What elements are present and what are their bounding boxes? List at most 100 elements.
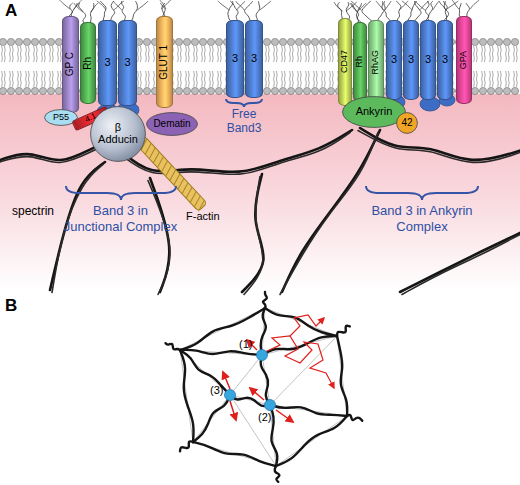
lipid-tail <box>36 71 38 87</box>
spectrin-filament <box>0 128 520 295</box>
lipid-tail <box>17 46 19 62</box>
glycan-branch <box>402 1 412 10</box>
band3-protein: 3 <box>437 20 453 100</box>
glycan-branch <box>113 1 122 10</box>
lipid-tail <box>180 71 182 87</box>
membrane-protein: GPA <box>456 16 472 104</box>
cytoskeletal-protein: Dematin <box>146 112 198 136</box>
protein-name: β Adducin <box>96 122 140 145</box>
lipid-tail <box>324 46 326 62</box>
lipid-tail <box>476 46 478 62</box>
spectrin-strand <box>193 442 276 466</box>
lipid-head <box>215 87 222 94</box>
glycan-branch <box>237 1 245 10</box>
node-outline <box>343 97 406 128</box>
spectrin-strand <box>275 466 280 482</box>
lipid-tail <box>492 46 494 62</box>
glycan-chain <box>382 1 391 22</box>
motion-arrow <box>230 401 236 420</box>
lipid-head <box>191 38 198 45</box>
lipid-tail <box>500 46 502 62</box>
lipid-head <box>327 38 334 45</box>
lipid-tail <box>177 46 179 62</box>
membrane-protein: RhAG <box>368 20 384 104</box>
lipid-tail <box>329 46 331 62</box>
lipid-tail <box>204 46 206 62</box>
glycan-branch <box>260 1 271 10</box>
lipid-head <box>487 38 494 45</box>
lipid-tail <box>268 71 270 87</box>
lipid-tail <box>321 71 323 87</box>
glycan-branch <box>74 3 83 12</box>
lipid-tail <box>25 71 27 87</box>
membrane-protein: Rh <box>80 22 96 104</box>
lipid-head <box>263 87 270 94</box>
lattice-line <box>180 350 193 442</box>
lipid-head <box>295 87 302 94</box>
glycan-branch <box>236 1 244 10</box>
lipid-tail <box>33 46 35 62</box>
lipid-head <box>175 38 182 45</box>
lipid-tail <box>513 71 515 87</box>
lipid-tail <box>481 71 483 87</box>
spectrin-strand <box>180 350 262 355</box>
protein-name: GP C <box>65 52 76 76</box>
glycan-chain <box>245 1 253 22</box>
actin-rod <box>136 136 208 211</box>
lipid-tail <box>516 71 518 87</box>
lipid-tail <box>324 71 326 87</box>
lipid-tail <box>28 71 30 87</box>
spectrin-strand <box>244 177 263 295</box>
spectrin-network <box>166 292 363 482</box>
node-outline <box>147 113 198 136</box>
lipid-tail <box>25 46 27 62</box>
glycan-branch <box>351 1 362 10</box>
lipid-tail <box>4 46 6 62</box>
lipid-tail <box>484 46 486 62</box>
glycan-chain <box>256 1 260 22</box>
protein-name: Ankyrin <box>356 106 393 118</box>
glycan-chain <box>338 2 343 20</box>
lipid-tail <box>292 71 294 87</box>
spectrin-strand <box>402 235 520 295</box>
lipid-tail <box>265 71 267 87</box>
lipid-tail <box>508 71 510 87</box>
membrane-protein: CD47 <box>338 18 352 106</box>
spectrin-strand <box>180 350 194 442</box>
glycan-branch <box>60 0 70 9</box>
lipid-tail <box>217 71 219 87</box>
lipid-tail <box>492 71 494 87</box>
lipid-head <box>199 87 206 94</box>
band3-dot <box>225 390 236 401</box>
glycan-chain <box>443 1 448 22</box>
lipid-tail <box>20 46 22 62</box>
lipid-head <box>295 38 302 45</box>
glycan-branch <box>97 1 106 10</box>
glycan-branch <box>452 0 459 9</box>
lipid-tail <box>332 46 334 62</box>
motion-arrow <box>250 388 264 400</box>
lipid-tail <box>305 46 307 62</box>
glycan-branch <box>439 1 446 10</box>
protein-name: 3 <box>251 53 257 65</box>
lipid-head <box>287 87 294 94</box>
lipid-tail <box>52 46 54 62</box>
spectrin-strand <box>347 415 362 421</box>
spectrin-strand <box>337 326 350 336</box>
lipid-head <box>175 87 182 94</box>
band3-protein: 3 <box>386 20 402 100</box>
lipid-tail <box>217 46 219 62</box>
node-outline <box>397 113 418 134</box>
protein-name: Dematin <box>153 119 190 130</box>
lipid-tail <box>44 46 46 62</box>
lipid-tail <box>9 71 11 87</box>
lipid-head <box>303 38 310 45</box>
lipid-tail <box>180 46 182 62</box>
lipid-tail <box>153 46 155 62</box>
lipid-tail <box>4 71 6 87</box>
glycan-chain <box>90 3 93 24</box>
lipid-head <box>39 38 46 45</box>
actin-stripe <box>196 200 208 211</box>
lipid-head <box>303 87 310 94</box>
